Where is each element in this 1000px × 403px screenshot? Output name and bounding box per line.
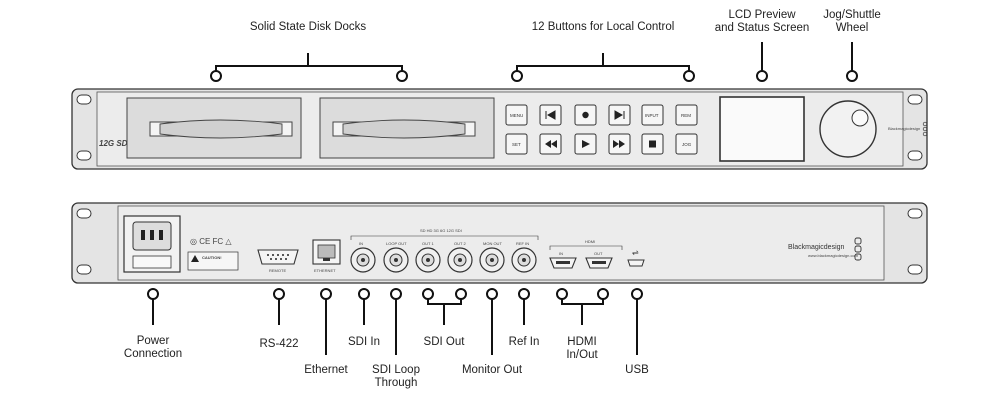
rack-hole-icon bbox=[76, 208, 92, 219]
lcd-screen bbox=[719, 96, 805, 162]
rear-panel: ◎ CE FC △ CAUTION! REMOTE ETHERNET SD HD… bbox=[71, 202, 928, 284]
sdi-in-connector[interactable] bbox=[350, 247, 376, 273]
rear-brand-url: www.blackmagicdesign.com bbox=[808, 253, 859, 258]
rack-hole-icon bbox=[907, 94, 923, 105]
disk-dock-2 bbox=[319, 97, 495, 159]
sdi-out2-connector[interactable] bbox=[447, 247, 473, 273]
brand-logo-icon bbox=[854, 237, 862, 261]
warning-icon bbox=[191, 255, 199, 262]
rear-brand: Blackmagicdesign bbox=[788, 244, 845, 251]
usb-icon: ⇌ bbox=[632, 248, 639, 257]
hdmi-out-label: OUT bbox=[594, 251, 603, 256]
label-disk-docks: Solid State Disk Docks bbox=[249, 21, 367, 33]
model-badge: 12G SDI bbox=[99, 139, 130, 148]
hdmi-out-port[interactable] bbox=[585, 257, 613, 269]
rack-hole-icon bbox=[907, 150, 923, 161]
play-icon bbox=[582, 140, 590, 148]
rem-button[interactable] bbox=[675, 104, 698, 126]
svg-text:CAUTION!: CAUTION! bbox=[202, 255, 222, 260]
menu-button[interactable] bbox=[505, 104, 528, 126]
local-control-buttons: MENU INPUT REM SET JOG bbox=[505, 104, 698, 155]
usb-port[interactable] bbox=[627, 259, 645, 267]
rem-button-label: REM bbox=[681, 113, 691, 118]
sdi-loop-label: LOOP OUT bbox=[386, 241, 407, 246]
stop-icon bbox=[649, 140, 656, 148]
sdi-header: SD HD 3G 6G 12G SDI bbox=[420, 228, 462, 233]
input-button-label: INPUT bbox=[645, 113, 659, 118]
label-ethernet: Ethernet bbox=[304, 364, 348, 376]
sdi-loop-connector[interactable] bbox=[383, 247, 409, 273]
fast-forward-icon bbox=[613, 140, 625, 148]
ethernet-port[interactable] bbox=[312, 239, 341, 265]
label-local-control: 12 Buttons for Local Control bbox=[531, 21, 675, 33]
disk-dock-1 bbox=[126, 97, 302, 159]
record-icon bbox=[582, 111, 589, 119]
sdi-in-label: IN bbox=[359, 241, 363, 246]
rewind-icon bbox=[545, 140, 557, 148]
rack-hole-icon bbox=[76, 94, 92, 105]
label-sdi-out: SDI Out bbox=[423, 336, 465, 348]
rs422-port[interactable] bbox=[257, 249, 299, 265]
skip-back-icon bbox=[545, 110, 556, 120]
rs422-port-label: REMOTE bbox=[269, 268, 286, 273]
brand-logo-icon bbox=[922, 121, 928, 137]
jog-button-label: JOG bbox=[682, 142, 692, 147]
rack-hole-icon bbox=[907, 208, 923, 219]
ref-in-label: REF IN bbox=[516, 241, 529, 246]
label-sdi-loop: SDI Loop Through bbox=[372, 364, 420, 389]
skip-forward-icon bbox=[614, 110, 625, 120]
monitor-out-connector[interactable] bbox=[479, 247, 505, 273]
rack-hole-icon bbox=[76, 264, 92, 275]
caution-label: CAUTION! bbox=[187, 251, 239, 271]
label-lcd: LCD Preview and Status Screen bbox=[714, 9, 810, 34]
cert-marks: ◎ CE FC △ bbox=[190, 237, 232, 246]
hdmi-in-label: IN bbox=[559, 251, 563, 256]
jog-wheel[interactable] bbox=[819, 100, 877, 158]
menu-button-label: MENU bbox=[510, 113, 523, 118]
jog-button[interactable] bbox=[675, 133, 698, 155]
sdi-out1-connector[interactable] bbox=[415, 247, 441, 273]
hdmi-in-port[interactable] bbox=[549, 257, 577, 269]
label-sdi-in: SDI In bbox=[348, 336, 380, 348]
set-button[interactable] bbox=[505, 133, 528, 155]
label-monitor-out: Monitor Out bbox=[461, 364, 523, 376]
hdmi-header: HDMI bbox=[585, 239, 595, 244]
callouts bbox=[152, 42, 853, 355]
rack-hole-icon bbox=[76, 150, 92, 161]
ethernet-port-label: ETHERNET bbox=[314, 268, 336, 273]
front-panel: 12G SDI MENU INPUT REM bbox=[71, 88, 928, 170]
label-jog: Jog/Shuttle Wheel bbox=[823, 9, 881, 34]
callout-dots bbox=[147, 70, 858, 300]
ref-in-connector[interactable] bbox=[511, 247, 537, 273]
input-button[interactable] bbox=[641, 104, 664, 126]
sdi-out1-label: OUT 1 bbox=[422, 241, 434, 246]
monitor-out-label: MON OUT bbox=[483, 241, 502, 246]
rack-hole-icon bbox=[907, 264, 923, 275]
power-connector[interactable] bbox=[123, 215, 181, 273]
label-rs422: RS-422 bbox=[259, 338, 299, 350]
label-usb: USB bbox=[625, 364, 649, 376]
label-power: Power Connection bbox=[123, 335, 183, 360]
label-hdmi: HDMI In/Out bbox=[566, 336, 598, 361]
sdi-out2-label: OUT 2 bbox=[454, 241, 466, 246]
front-brand: Blackmagicdesign bbox=[888, 126, 920, 131]
set-button-label: SET bbox=[512, 142, 521, 147]
label-ref-in: Ref In bbox=[508, 336, 540, 348]
